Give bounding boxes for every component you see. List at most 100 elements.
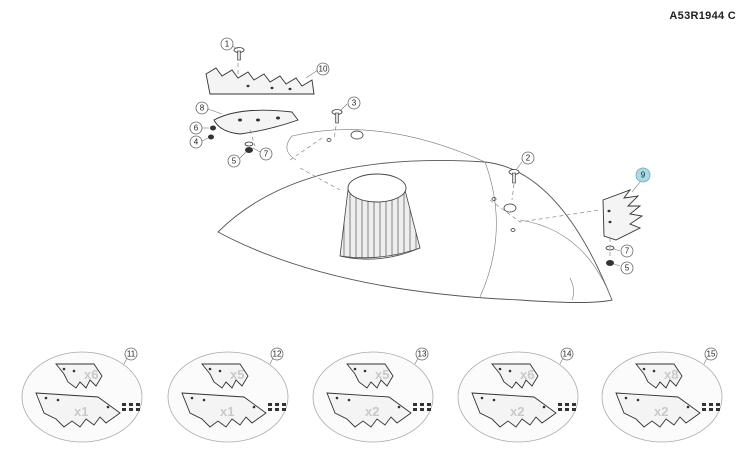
central-hub xyxy=(339,173,421,260)
hardware-icon xyxy=(709,403,713,406)
callout-5: 5 xyxy=(227,154,241,168)
cutter-disc xyxy=(217,129,613,303)
hardware-icon xyxy=(420,408,424,411)
callout-9[interactable]: 9 xyxy=(635,167,651,183)
svg-text:9: 9 xyxy=(641,171,646,180)
blade-assembly-right xyxy=(508,169,644,266)
bolt-part-1 xyxy=(233,47,245,61)
svg-text:3: 3 xyxy=(352,99,357,108)
svg-text:6: 6 xyxy=(194,124,199,133)
kit-large-blade xyxy=(35,392,121,428)
hardware-icon xyxy=(136,403,140,406)
kit-12[interactable]: x5 x1 12 xyxy=(167,347,289,443)
hardware-icon xyxy=(122,408,126,411)
hardware-icon xyxy=(129,408,133,411)
kit-11[interactable]: x6 x1 11 xyxy=(21,347,143,443)
kit-small-blade xyxy=(201,363,249,389)
kit-small-blade xyxy=(346,363,394,389)
svg-text:11: 11 xyxy=(127,350,136,359)
hardware-icon xyxy=(702,403,706,406)
svg-text:7: 7 xyxy=(625,247,630,256)
kit-number-12: 12 xyxy=(270,347,284,361)
hardware-icon xyxy=(427,408,431,411)
svg-text:15: 15 xyxy=(707,350,716,359)
svg-text:14: 14 xyxy=(563,350,572,359)
hardware-icon xyxy=(427,403,431,406)
callout-3: 3 xyxy=(347,96,361,110)
hardware-icon xyxy=(268,403,272,406)
kit-qty-top: x5 xyxy=(230,367,244,382)
kit-qty-top: x5 xyxy=(375,367,389,382)
hardware-icon xyxy=(282,408,286,411)
kit-qty-top: x6 xyxy=(84,367,98,382)
svg-text:4: 4 xyxy=(194,138,199,147)
kit-qty-bottom: x1 xyxy=(74,404,88,419)
hardware-icon xyxy=(122,403,126,406)
kit-number-11: 11 xyxy=(124,347,138,361)
hardware-icon xyxy=(709,408,713,411)
kit-small-blade xyxy=(635,363,683,389)
hardware-icon xyxy=(413,408,417,411)
bolt-part-2 xyxy=(508,169,520,184)
hardware-icon xyxy=(136,408,140,411)
kit-large-blade xyxy=(471,392,557,428)
bolt-part-3 xyxy=(331,109,343,124)
hardware-icon xyxy=(420,403,424,406)
callout-4: 4 xyxy=(189,135,203,149)
svg-text:13: 13 xyxy=(418,350,427,359)
svg-text:5: 5 xyxy=(232,157,237,166)
hardware-icon xyxy=(558,408,562,411)
hardware-icon xyxy=(565,403,569,406)
document-code: A53R1944 C xyxy=(669,10,736,22)
kit-large-blade xyxy=(326,392,412,428)
svg-text:1: 1 xyxy=(225,40,230,49)
blade-part-9 xyxy=(602,189,644,241)
spare-kits: x6 x1 11 x5 x1 12 x5 x2 13 x6 x2 14 x8 x2 15 xyxy=(21,347,723,443)
kit-qty-bottom: x2 xyxy=(654,404,668,419)
holder-part-8 xyxy=(213,109,299,135)
hardware-icon xyxy=(558,403,562,406)
kit-small-blade xyxy=(491,363,539,389)
callout-8: 8 xyxy=(195,101,209,115)
kit-large-blade xyxy=(181,392,267,428)
leader-lines xyxy=(201,45,641,267)
svg-text:7: 7 xyxy=(264,150,269,159)
kit-15[interactable]: x8 x2 15 xyxy=(601,347,723,443)
hardware-icon xyxy=(282,403,286,406)
callout-7: 7 xyxy=(259,147,273,161)
hardware-icon xyxy=(716,403,720,406)
hardware-icon xyxy=(268,408,272,411)
callout-7-right: 7 xyxy=(620,244,634,258)
hardware-icon xyxy=(275,403,279,406)
kit-qty-top: x6 xyxy=(520,367,534,382)
kit-small-blade xyxy=(55,363,103,389)
hardware-icon xyxy=(572,408,576,411)
kit-number-15: 15 xyxy=(704,347,718,361)
callout-2: 2 xyxy=(521,151,535,165)
callout-10: 10 xyxy=(316,62,330,76)
hardware-icon xyxy=(129,403,133,406)
hardware-icon xyxy=(716,408,720,411)
kit-14[interactable]: x6 x2 14 xyxy=(457,347,579,443)
svg-text:12: 12 xyxy=(273,350,282,359)
kit-13[interactable]: x5 x2 13 xyxy=(312,347,434,443)
hardware-icon xyxy=(275,408,279,411)
callout-1: 1 xyxy=(220,37,234,51)
blade-part-10 xyxy=(205,67,315,95)
svg-text:8: 8 xyxy=(200,104,205,113)
hardware-icon xyxy=(565,408,569,411)
svg-text:10: 10 xyxy=(319,65,328,74)
callout-5-right: 5 xyxy=(620,261,634,275)
callout-6: 6 xyxy=(189,121,203,135)
kit-qty-bottom: x2 xyxy=(510,404,524,419)
svg-text:5: 5 xyxy=(625,264,630,273)
hardware-icon xyxy=(413,403,417,406)
kit-qty-bottom: x1 xyxy=(220,404,234,419)
hardware-icon xyxy=(702,408,706,411)
kit-number-14: 14 xyxy=(560,347,574,361)
svg-text:2: 2 xyxy=(526,154,531,163)
kit-qty-bottom: x2 xyxy=(365,404,379,419)
kit-qty-top: x8 xyxy=(664,367,678,382)
blade-assembly-left xyxy=(205,47,343,153)
